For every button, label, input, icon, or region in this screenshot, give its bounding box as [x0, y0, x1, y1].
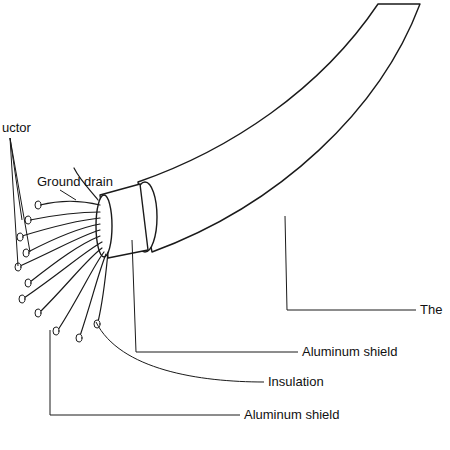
wire-ends [15, 201, 100, 342]
part-label: uctor [2, 120, 31, 136]
leader-lines [10, 138, 416, 415]
part-label: Aluminum shield [244, 407, 339, 423]
part-label: The [420, 302, 442, 318]
cable-jacket [138, 4, 420, 252]
part-label: Aluminum shield [302, 344, 397, 360]
part-label: Ground drain [37, 174, 113, 190]
part-label: Insulation [268, 374, 324, 390]
wires [20, 168, 108, 336]
